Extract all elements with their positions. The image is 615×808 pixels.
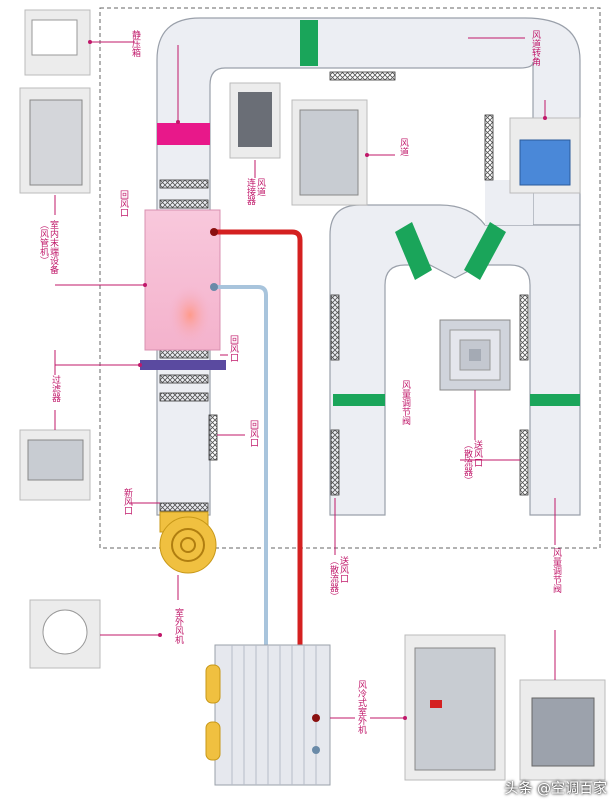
- indoor-boundary: [99, 7, 601, 549]
- indoor-unit-glow: [168, 285, 212, 345]
- indoor-fan: [159, 511, 217, 574]
- label-volume-damper-right: 风量调节阀: [551, 548, 561, 593]
- watermark: 头条 @空调百家: [504, 781, 607, 797]
- damper-top: [300, 20, 318, 66]
- damper-diag-left: [395, 222, 432, 280]
- label-indoor-unit: 室内末端设备（风管机）: [38, 220, 58, 274]
- label-return-port-low: 回风口: [248, 420, 258, 447]
- dampers: [300, 20, 580, 406]
- label-return-port-mid: 回风口: [228, 335, 238, 362]
- label-outdoor-fan: 室外风机: [173, 608, 183, 644]
- duct-connectors: [159, 71, 529, 512]
- label-fresh-air-port: 新风口: [122, 488, 132, 515]
- filter-strip: [140, 360, 226, 370]
- label-filter: 过滤器: [50, 375, 60, 402]
- damper-diag-right: [464, 222, 506, 280]
- photo-boxes: [19, 9, 606, 781]
- label-supply-port-bottom: 送风口（散流器）: [328, 556, 348, 601]
- label-volume-damper-center: 风量调节阀: [400, 380, 410, 425]
- label-static-box: 静压箱: [130, 30, 140, 57]
- label-return-port-top: 回风口: [118, 190, 128, 217]
- leader-dots: [88, 40, 547, 720]
- label-duct-connector: 风道连接器: [245, 178, 265, 205]
- damper-right: [530, 394, 580, 406]
- label-air-cooled-outdoor-unit: 风冷式室外机: [356, 680, 366, 734]
- damper-left: [333, 394, 385, 406]
- label-supply-port-right: 送风口（散流器）: [462, 440, 482, 485]
- leader-lines: [54, 37, 556, 719]
- label-duct-elbow: 风道转角: [530, 30, 540, 66]
- ceiling-diffuser: [439, 319, 511, 391]
- static-pressure-box: [157, 123, 210, 145]
- label-duct: 风道: [398, 138, 408, 156]
- outdoor-unit-center: [205, 644, 331, 786]
- duct-network: [156, 17, 581, 516]
